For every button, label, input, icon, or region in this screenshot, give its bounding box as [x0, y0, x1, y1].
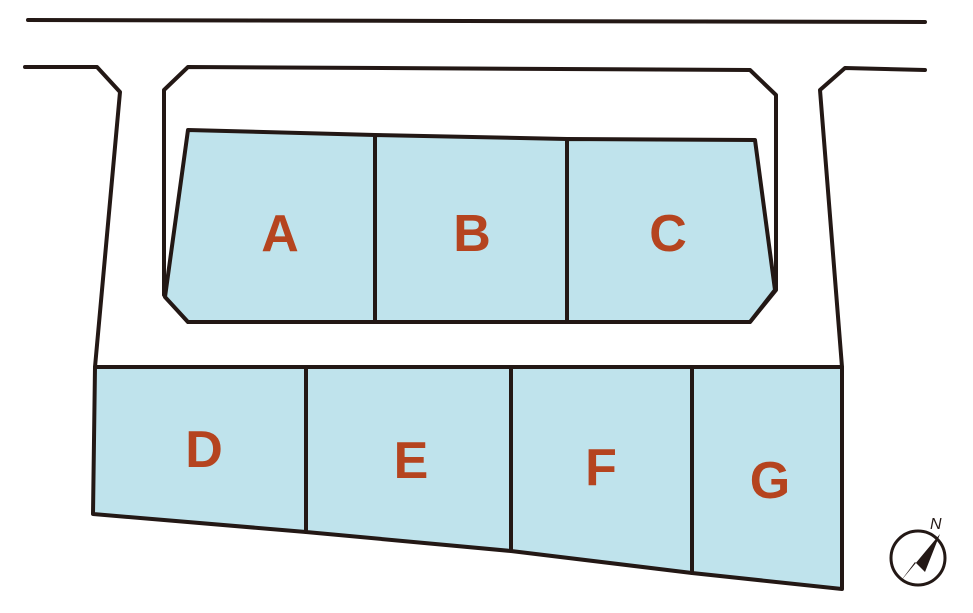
lot-label-g: G [750, 452, 790, 510]
lot-g[interactable] [690, 365, 844, 591]
road-left-edge [23, 65, 122, 369]
lot-a[interactable] [163, 128, 377, 324]
lot-label-e: E [394, 432, 429, 490]
lot-c[interactable] [565, 137, 777, 324]
north-arrow-icon [900, 534, 940, 582]
compass: N [889, 516, 947, 587]
lot-label-c: C [649, 205, 687, 263]
road-right-edge [818, 66, 927, 369]
compass-north-label: N [930, 516, 942, 533]
lot-label-d: D [185, 421, 223, 479]
lot-label-a: A [261, 205, 299, 263]
lot-label-f: F [585, 439, 617, 497]
road-top-edge [26, 18, 927, 24]
lot-label-b: B [453, 205, 491, 263]
